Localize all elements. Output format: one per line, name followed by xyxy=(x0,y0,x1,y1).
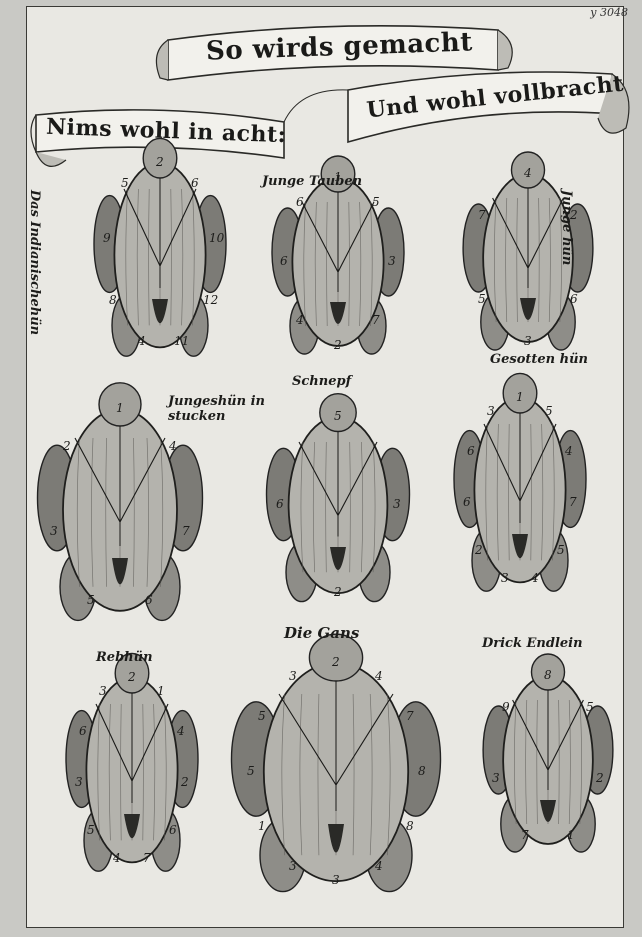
carving-number: 6 xyxy=(79,724,87,738)
carving-number: 5 xyxy=(557,543,565,557)
carving-number: 7 xyxy=(143,851,151,865)
carving-number: 6 xyxy=(570,292,578,306)
carving-number: 3 xyxy=(487,404,495,418)
carving-number: 3 xyxy=(492,771,500,785)
carving-number: 2 xyxy=(128,670,136,684)
carving-number: 4 xyxy=(375,859,383,873)
label-partridge: Rebhün xyxy=(96,650,153,665)
carving-number: 4 xyxy=(296,313,304,327)
carving-number: 4 xyxy=(177,724,185,738)
carving-number: 1 xyxy=(116,401,124,415)
label-young-hen: Junge hün xyxy=(559,190,574,265)
label-young-pigeons: Junge Tauben xyxy=(262,174,362,189)
carving-number: 5 xyxy=(87,593,95,607)
carving-number: 11 xyxy=(174,334,189,348)
carving-number: 5 xyxy=(545,404,553,418)
carving-number: 7 xyxy=(521,828,529,842)
carving-number: 7 xyxy=(569,495,577,509)
bird-stuffed-hen xyxy=(454,373,586,591)
label-duckling: Drick Endlein xyxy=(482,636,583,651)
carving-number: 6 xyxy=(276,497,284,511)
carving-number: 2 xyxy=(332,655,340,669)
carving-number: 7 xyxy=(182,524,190,538)
carving-number: 3 xyxy=(289,859,297,873)
carving-number: 9 xyxy=(502,700,510,714)
carving-number: 2 xyxy=(181,775,189,789)
carving-number: 3 xyxy=(289,669,297,683)
carving-number: 12 xyxy=(203,293,218,307)
carving-number: 2 xyxy=(334,338,342,352)
carving-number: 6 xyxy=(280,254,288,268)
carving-number: 4 xyxy=(524,166,532,180)
carving-number: 1 xyxy=(157,684,165,698)
carving-number: 9 xyxy=(103,231,111,245)
bird-snipe xyxy=(267,394,410,602)
carving-number: 5 xyxy=(247,764,255,778)
carving-number: 2 xyxy=(156,155,164,169)
label-stuffed-hen: Gesotten hün xyxy=(490,352,588,367)
carving-number: 3 xyxy=(393,497,401,511)
carving-number: 10 xyxy=(209,231,224,245)
carving-number: 2 xyxy=(334,585,342,599)
carving-number: 6 xyxy=(467,444,475,458)
carving-number: 4 xyxy=(375,669,383,683)
carving-number: 1 xyxy=(516,390,524,404)
carving-number: 3 xyxy=(388,254,396,268)
bird-goose xyxy=(232,634,441,891)
carving-number: 4 xyxy=(531,571,539,585)
carving-number: 6 xyxy=(191,176,199,190)
carving-number: 6 xyxy=(145,593,153,607)
carving-number: 7 xyxy=(478,208,486,222)
bird-duckling xyxy=(483,654,613,852)
carving-number: 6 xyxy=(296,195,304,209)
label-indian-hen: Das Indianischehün xyxy=(27,190,42,335)
carving-number: 2 xyxy=(63,439,71,453)
carving-number: 5 xyxy=(87,823,95,837)
carving-number: 8 xyxy=(406,819,414,833)
carving-number: 3 xyxy=(501,571,509,585)
label-snipe: Schnepf xyxy=(292,374,351,389)
carving-number: 6 xyxy=(169,823,177,837)
carving-number: 3 xyxy=(50,524,58,538)
carving-number: 1 xyxy=(258,819,266,833)
carving-number: 4 xyxy=(169,439,177,453)
carving-number: 7 xyxy=(406,709,414,723)
carving-number: 4 xyxy=(113,851,121,865)
carving-number: 5 xyxy=(121,176,129,190)
carving-number: 3 xyxy=(332,873,340,887)
label-goose: Die Gans xyxy=(284,624,359,642)
carving-number: 5 xyxy=(372,195,380,209)
carving-number: 1 xyxy=(567,828,575,842)
carving-number: 3 xyxy=(75,775,83,789)
carving-number: 5 xyxy=(478,292,486,306)
label-young-hen-pieces: Jungeshün in stucken xyxy=(168,394,288,424)
carving-number: 7 xyxy=(372,313,380,327)
carving-number: 5 xyxy=(334,409,342,423)
carving-number: 1 xyxy=(334,170,342,184)
bird-indian-hen xyxy=(94,138,226,356)
carving-number: 3 xyxy=(524,334,532,348)
carving-number: 4 xyxy=(138,334,146,348)
carving-number: 8 xyxy=(418,764,426,778)
carving-number: 2 xyxy=(596,771,604,785)
carving-number: 2 xyxy=(475,543,483,557)
carving-number: 8 xyxy=(109,293,117,307)
carving-number: 2 xyxy=(570,208,578,222)
carving-number: 5 xyxy=(586,700,594,714)
carving-number: 3 xyxy=(99,684,107,698)
carving-number: 8 xyxy=(544,668,552,682)
carving-number: 5 xyxy=(258,709,266,723)
bird-partridge xyxy=(66,653,198,871)
carving-number: 6 xyxy=(463,495,471,509)
carving-number: 4 xyxy=(565,444,573,458)
